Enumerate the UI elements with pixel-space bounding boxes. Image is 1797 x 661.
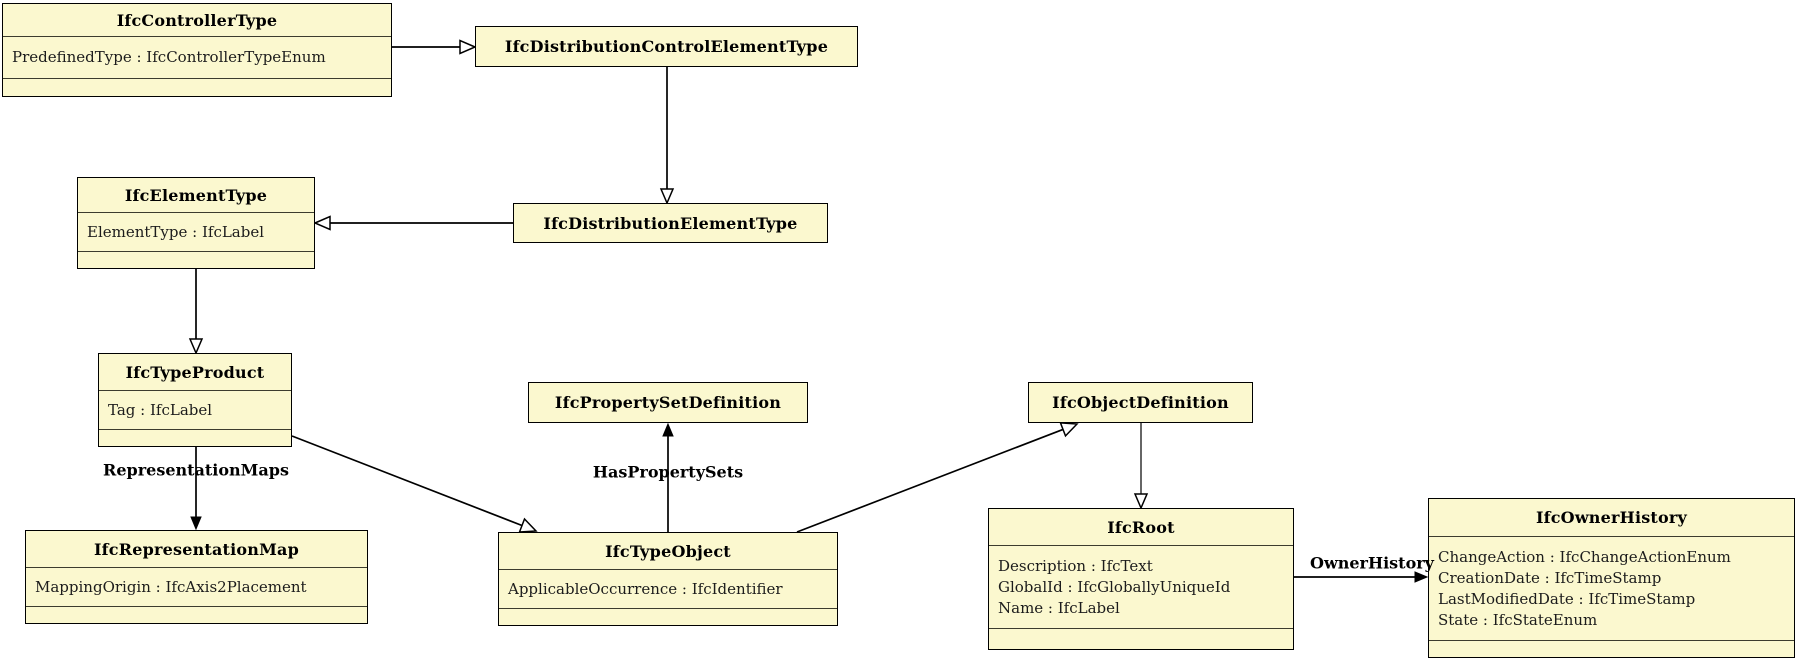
class-attributes: ChangeAction : IfcChangeActionEnum Creat… [1429, 536, 1794, 640]
class-attribute: ElementType : IfcLabel [87, 222, 265, 241]
class-box-ifcdistributioncontrolelementtype: IfcDistributionControlElementType [475, 26, 858, 67]
class-attribute: ChangeAction : IfcChangeActionEnum [1438, 547, 1731, 566]
class-title: IfcTypeObject [605, 541, 731, 561]
class-attribute: Tag : IfcLabel [108, 400, 213, 419]
inheritance-arrow-controllertype-to-distributioncontrolelementtype [392, 39, 477, 55]
association-arrow-root-to-ownerhistory [1294, 571, 1429, 583]
class-attribute: MappingOrigin : IfcAxis2Placement [35, 577, 307, 596]
class-title: IfcPropertySetDefinition [554, 393, 782, 412]
class-empty-compartment [99, 429, 291, 446]
edge-label-has-property-sets: HasPropertySets [592, 462, 744, 482]
class-attributes: PredefinedType : IfcControllerTypeEnum [3, 36, 391, 78]
class-title: IfcDistributionElementType [543, 213, 798, 233]
class-box-ifcdistributionelementtype: IfcDistributionElementType [513, 203, 828, 243]
inheritance-arrow-distributioncontrolelementtype-to-distributionelementtype [659, 67, 675, 205]
inheritance-arrow-objectdefinition-to-root [1133, 423, 1149, 510]
inheritance-arrow-typeobject-to-objectdefinition [796, 422, 1079, 533]
inheritance-arrow-distributionelementtype-to-elementtype [313, 215, 513, 231]
class-box-ifcelementtype: IfcElementType ElementType : IfcLabel [77, 177, 315, 269]
association-arrow-typeobject-to-propertysetdefinition [662, 422, 674, 532]
class-empty-compartment [78, 251, 314, 268]
class-box-ifccontrollertype: IfcControllerType PredefinedType : IfcCo… [2, 3, 392, 97]
class-attributes: ElementType : IfcLabel [78, 212, 314, 251]
class-box-ifcroot: IfcRoot Description : IfcText GlobalId :… [988, 508, 1294, 650]
class-attribute: CreationDate : IfcTimeStamp [1438, 568, 1662, 587]
class-attribute: LastModifiedDate : IfcTimeStamp [1438, 589, 1696, 608]
class-empty-compartment [26, 606, 367, 623]
class-attributes: MappingOrigin : IfcAxis2Placement [26, 567, 367, 606]
edge-label-representation-maps: RepresentationMaps [103, 460, 289, 480]
class-attribute: Description : IfcText [998, 556, 1153, 575]
class-title: IfcRoot [1107, 517, 1175, 537]
class-box-ifcrepresentationmap: IfcRepresentationMap MappingOrigin : Ifc… [25, 530, 368, 624]
inheritance-arrow-elementtype-to-typeproduct [188, 269, 204, 355]
class-box-ifctypeobject: IfcTypeObject ApplicableOccurrence : Ifc… [498, 532, 838, 626]
class-attributes: Description : IfcText GlobalId : IfcGlob… [989, 545, 1293, 628]
class-box-ifctypeproduct: IfcTypeProduct Tag : IfcLabel [98, 353, 292, 447]
class-title: IfcControllerType [116, 10, 278, 30]
inheritance-arrow-typeproduct-to-typeobject [291, 435, 538, 533]
class-box-ifcpropertysetdefinition: IfcPropertySetDefinition [528, 382, 808, 423]
class-empty-compartment [3, 78, 391, 96]
class-attribute: GlobalId : IfcGloballyUniqueId [998, 577, 1231, 596]
class-attribute: PredefinedType : IfcControllerTypeEnum [12, 48, 326, 66]
class-title: IfcRepresentationMap [94, 539, 299, 559]
class-title: IfcElementType [124, 185, 268, 205]
class-attributes: ApplicableOccurrence : IfcIdentifier [499, 569, 837, 608]
class-title: IfcObjectDefinition [1052, 393, 1229, 412]
class-attribute: ApplicableOccurrence : IfcIdentifier [508, 579, 783, 598]
class-empty-compartment [1429, 640, 1794, 657]
class-title: IfcTypeProduct [125, 362, 265, 382]
class-attribute: State : IfcStateEnum [1438, 610, 1598, 629]
class-title: IfcOwnerHistory [1535, 508, 1688, 527]
class-attribute: Name : IfcLabel [998, 598, 1120, 617]
class-box-ifcobjectdefinition: IfcObjectDefinition [1028, 382, 1253, 423]
edge-label-owner-history: OwnerHistory [1310, 553, 1434, 573]
association-arrow-typeproduct-to-representationmap [190, 447, 202, 531]
class-attributes: Tag : IfcLabel [99, 390, 291, 429]
class-box-ifcownerhistory: IfcOwnerHistory ChangeAction : IfcChange… [1428, 498, 1795, 658]
class-title: IfcDistributionControlElementType [504, 37, 829, 56]
class-empty-compartment [499, 608, 837, 625]
class-empty-compartment [989, 628, 1293, 649]
